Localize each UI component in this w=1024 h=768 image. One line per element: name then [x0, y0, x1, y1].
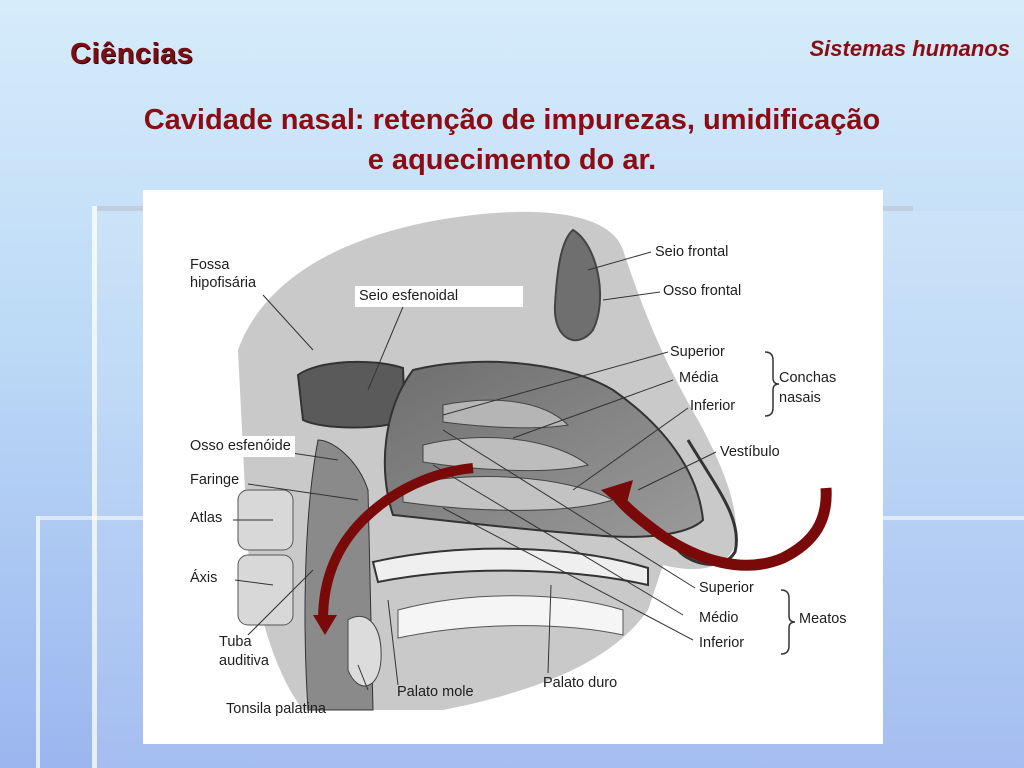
label-hipofisaria: hipofisária	[190, 275, 257, 291]
label-nasais: nasais	[779, 390, 821, 406]
teeth-row	[397, 595, 624, 639]
arrowhead	[313, 615, 337, 635]
label-auditiva: auditiva	[219, 653, 269, 669]
label-meato-superior: Superior	[699, 580, 754, 596]
label-meatos: Meatos	[799, 611, 847, 627]
leader-lines	[233, 251, 717, 691]
label-fossa: Fossa	[190, 257, 230, 273]
sphenoid-sinus	[296, 360, 407, 429]
brand-title: Ciências	[70, 38, 194, 70]
title-line-2: e aquecimento do ar.	[367, 144, 657, 176]
decor-line	[36, 516, 40, 768]
arrowhead	[601, 480, 633, 510]
section-title: Sistemas humanos	[809, 36, 1010, 61]
nose-profile	[676, 439, 738, 566]
label-vestibulo: Vestíbulo	[720, 444, 780, 460]
label-faringe: Faringe	[186, 470, 244, 491]
nasal-cavity-diagram: Fossa hipofisária Seio esfenoidal Seio f…	[143, 190, 883, 744]
hard-palate	[371, 547, 649, 587]
anatomy-illustration	[233, 211, 832, 711]
title-line-1: Cavidade nasal: retenção de impurezas, u…	[143, 104, 881, 136]
label-conchas: Conchas	[779, 370, 837, 386]
superior-concha	[442, 399, 570, 429]
decor-line	[92, 206, 97, 768]
label-axis: Áxis	[190, 570, 218, 586]
slide-title: Cavidade nasal: retenção de impurezas, u…	[60, 100, 964, 180]
axis-vertebra	[237, 554, 294, 626]
label-osso-frontal: Osso frontal	[663, 283, 742, 299]
label-palato-mole: Palato mole	[397, 684, 474, 700]
label-tonsila-palatina: Tonsila palatina	[226, 701, 326, 717]
inferior-concha	[402, 476, 615, 511]
meatos-brace	[780, 589, 796, 655]
airflow-arrow-outlet	[318, 463, 474, 621]
label-meato-medio: Médio	[699, 610, 739, 626]
label-seio-esfenoidal: Seio esfenoidal	[355, 286, 523, 307]
conchas-brace	[764, 351, 780, 417]
label-concha-inferior: Inferior	[690, 398, 736, 414]
label-atlas: Atlas	[190, 510, 223, 526]
label-concha-media: Média	[679, 370, 719, 386]
label-seio-frontal: Seio frontal	[655, 244, 729, 260]
airflow-arrow-inlet	[613, 487, 832, 571]
frontal-sinus	[553, 228, 601, 342]
palatine-tonsil	[347, 615, 382, 687]
label-concha-superior: Superior	[670, 344, 725, 360]
label-tuba: Tuba	[219, 634, 252, 650]
label-osso-esfenoide: Osso esfenóide	[186, 436, 295, 457]
label-meato-inferior: Inferior	[699, 635, 745, 651]
label-palato-duro: Palato duro	[543, 675, 618, 691]
